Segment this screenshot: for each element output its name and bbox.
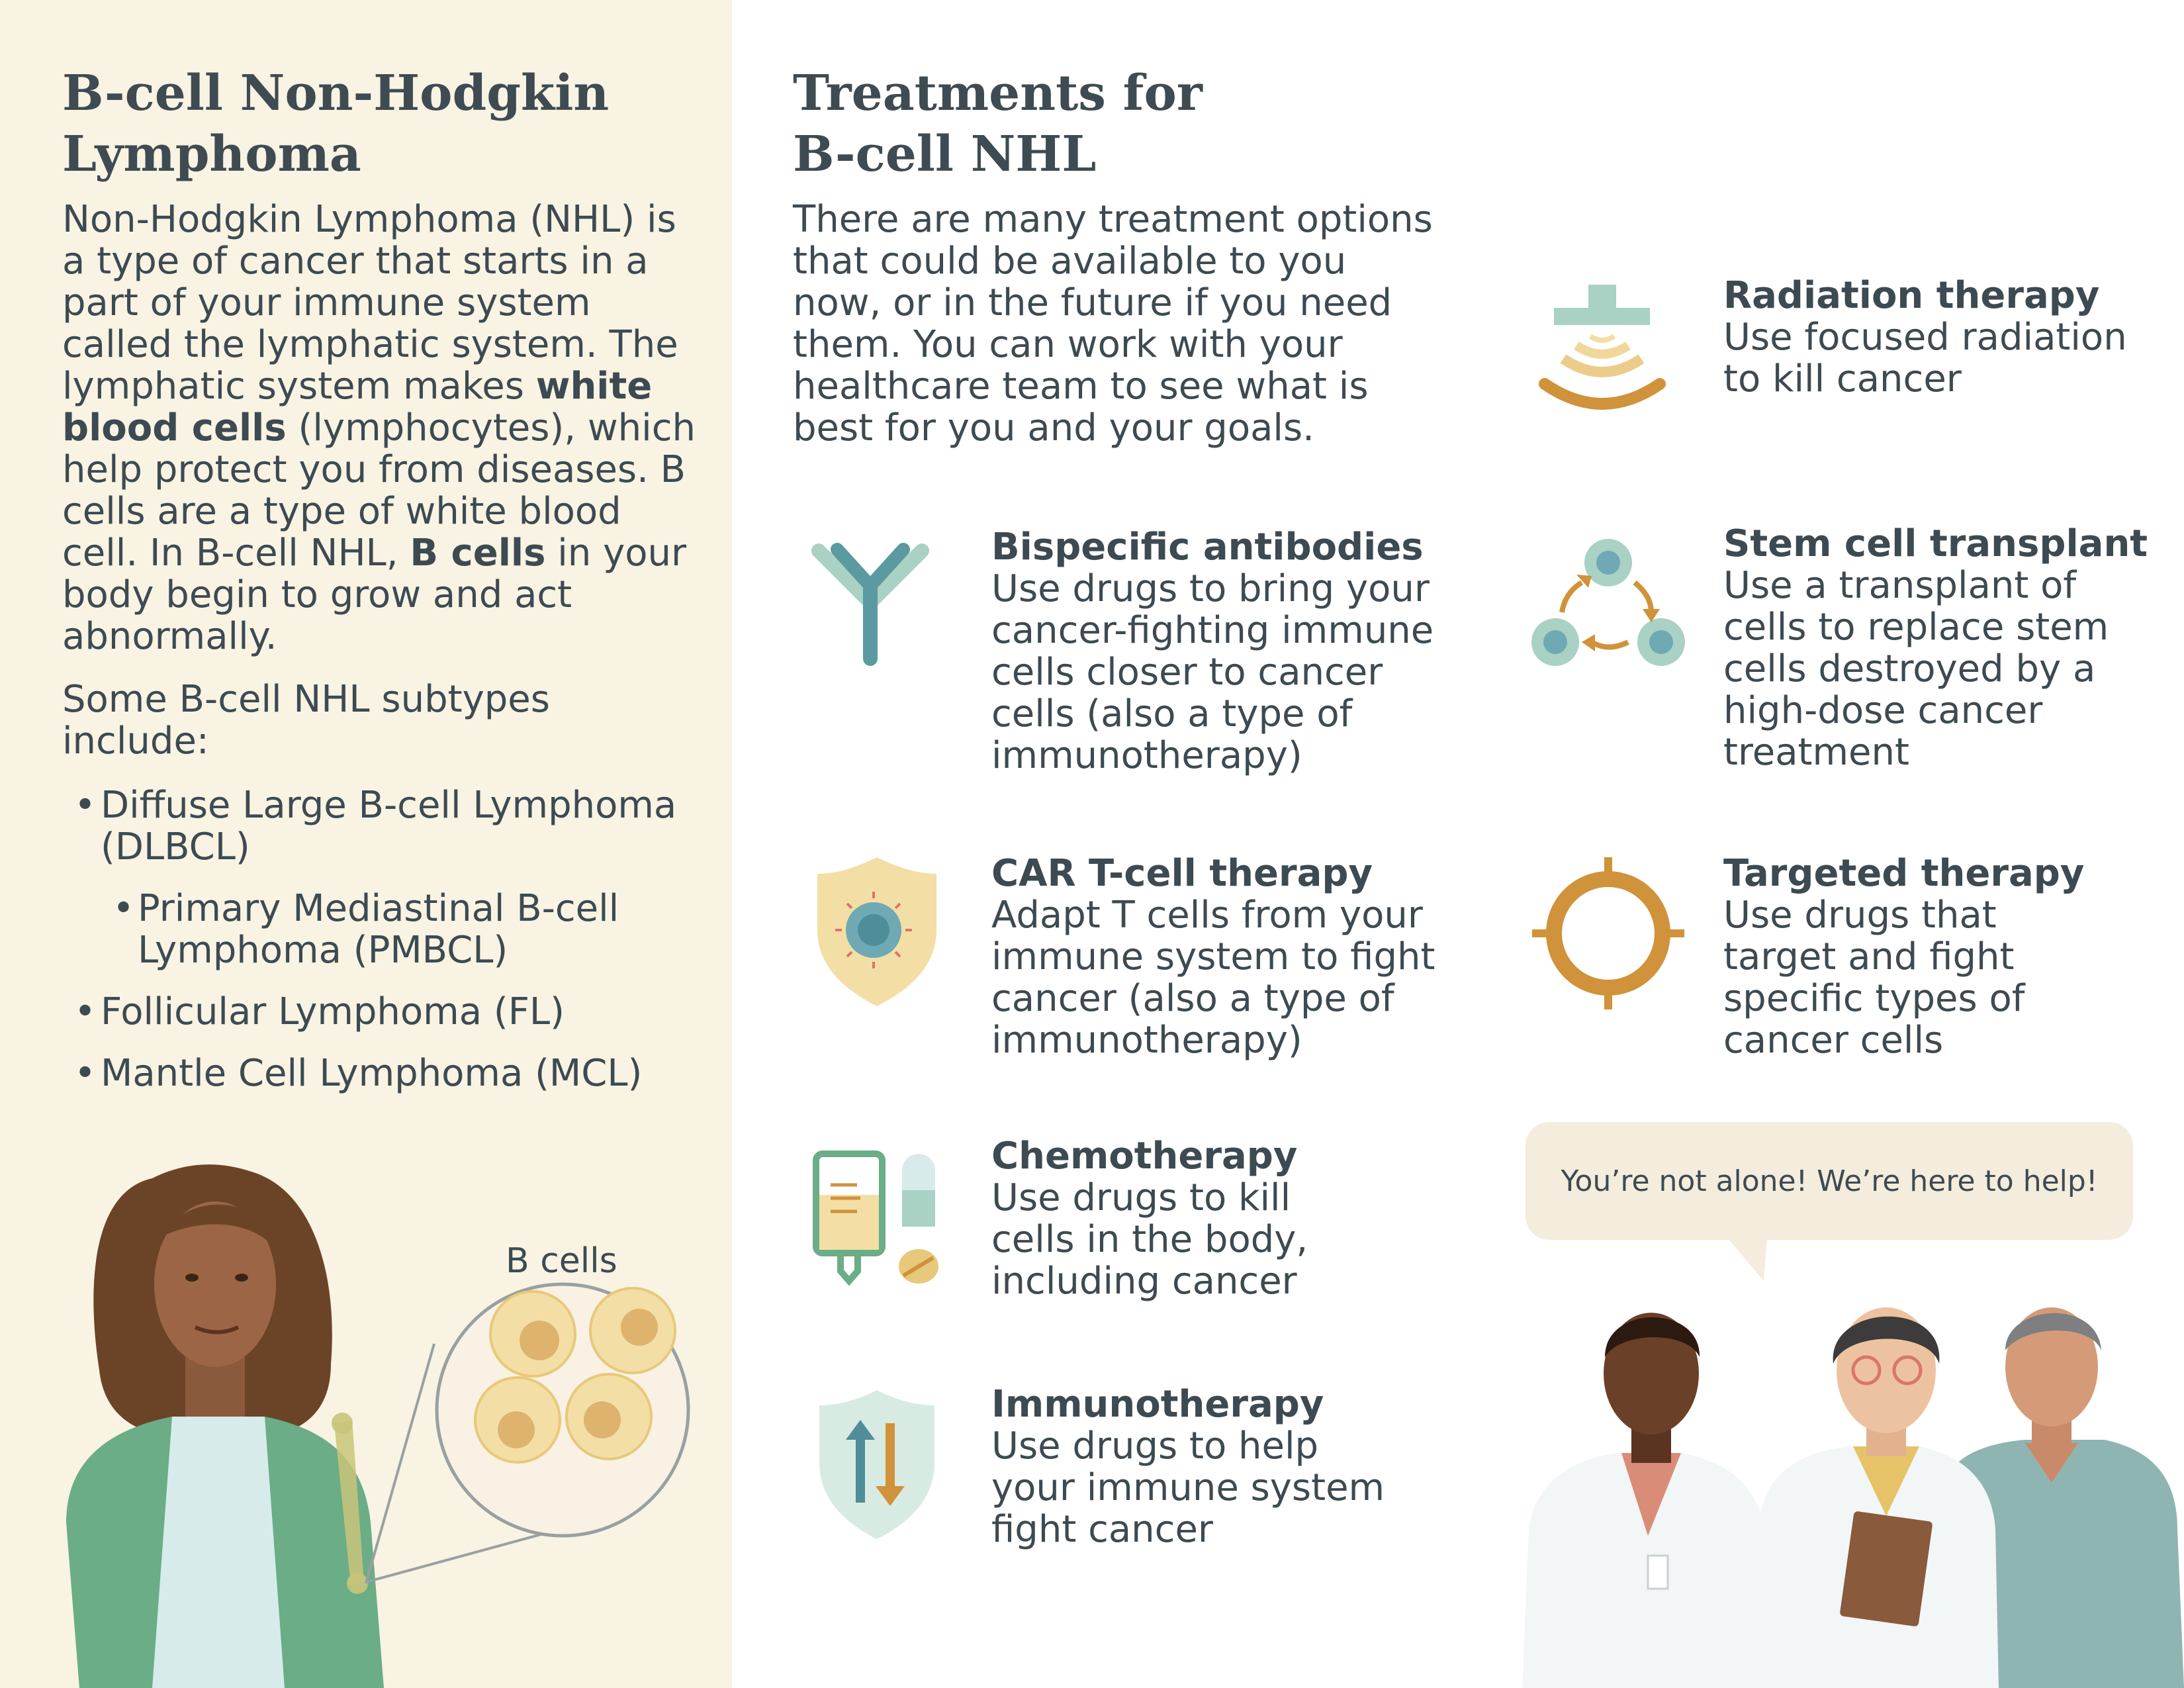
treatment-title: Targeted therapy — [1723, 852, 2085, 895]
treatment-description: Use drugs to help your immune system fig… — [991, 1425, 1385, 1551]
b-cells-callout-label: B cells — [506, 1241, 617, 1281]
intro-text-3: in your body begin to grow and act abnor… — [62, 532, 687, 658]
page-title-lymphoma: B-cell Non-Hodgkin Lymphoma — [62, 63, 698, 185]
bullet: • — [74, 1052, 97, 1095]
patient-illustration — [66, 1164, 690, 1688]
radiation-icon — [1539, 285, 1666, 410]
bullet: • — [74, 784, 97, 827]
treatment-title: Radiation therapy — [1723, 274, 2100, 317]
treatment-title: Bispecific antibodies — [991, 526, 1424, 569]
speech-text: You’re not alone! We’re here to help! — [1561, 1164, 2098, 1198]
subtype-label: Primary Mediastinal B-cell Lymphoma (PMB… — [138, 887, 619, 972]
bullet: • — [113, 887, 135, 930]
treatment-stem-cell: Stem cell transplant Use a transplant of… — [1723, 523, 2184, 773]
treatment-description: Use drugs to bring your cancer-fighting … — [991, 567, 1434, 777]
treatment-description: Use a transplant of cells to replace ste… — [1723, 564, 2109, 774]
subtype-list: •Diffuse Large B-cell Lymphoma (DLBCL) •… — [62, 784, 711, 1094]
intro-text-2: (lymphocytes), which help protect you fr… — [62, 406, 696, 575]
treatment-title: CAR T-cell therapy — [991, 852, 1373, 895]
treatments-intro: There are many treatment options that co… — [793, 198, 1433, 449]
speech-bubble: You’re not alone! We’re here to help! — [1525, 1122, 2133, 1240]
treatment-car-t: CAR T-cell therapy Adapt T cells from yo… — [991, 853, 1455, 1061]
bullet: • — [74, 990, 97, 1033]
title-line-2: B-cell NHL — [793, 126, 1097, 183]
treatments-title: Treatments for B-cell NHL — [793, 63, 1388, 185]
list-item: •Primary Mediastinal B-cell Lymphoma (PM… — [62, 888, 711, 971]
treatment-chemotherapy: Chemotherapy Use drugs to kill cells in … — [991, 1135, 1455, 1302]
shield-arrows-icon — [819, 1390, 934, 1539]
treatment-description: Adapt T cells from your immune system to… — [991, 894, 1435, 1062]
healthcare-team-illustration — [1522, 1307, 2184, 1688]
treatment-description: Use drugs to kill cells in the body, inc… — [991, 1176, 1308, 1303]
intro-bold-white-blood-cells: white blood cells — [62, 365, 653, 449]
subtype-label: Follicular Lymphoma (FL) — [101, 990, 565, 1033]
speech-bubble-tail — [1727, 1238, 1767, 1281]
list-item: •Diffuse Large B-cell Lymphoma (DLBCL) — [62, 784, 711, 868]
treatment-title: Stem cell transplant — [1723, 522, 2148, 565]
lymphoma-intro-paragraph: Non-Hodgkin Lymphoma (NHL) is a type of … — [62, 199, 698, 657]
title-line-1: B-cell Non-Hodgkin — [62, 65, 610, 122]
treatment-targeted: Targeted therapy Use drugs that target a… — [1723, 853, 2184, 1061]
treatment-immunotherapy: Immunotherapy Use drugs to help your imm… — [991, 1383, 1455, 1550]
subtype-label: Diffuse Large B-cell Lymphoma (DLBCL) — [101, 784, 677, 868]
stem-cell-cycle-icon — [1531, 539, 1685, 666]
target-icon — [1532, 857, 1684, 1009]
intro-bold-b-cells: B cells — [410, 532, 546, 575]
treatment-description: Use drugs that target and fight specific… — [1723, 894, 2025, 1062]
iv-bag-pill-icon — [813, 1150, 938, 1286]
treatment-title: Immunotherapy — [991, 1383, 1324, 1426]
title-line-2: Lymphoma — [62, 126, 361, 183]
list-item: •Follicular Lymphoma (FL) — [62, 991, 711, 1033]
subtypes-intro: Some B-cell NHL subtypes include: — [62, 678, 550, 763]
list-item: •Mantle Cell Lymphoma (MCL) — [62, 1053, 711, 1094]
treatment-description: Use focused radiation to kill cancer — [1723, 316, 2127, 400]
shield-cell-icon — [817, 857, 936, 1006]
subtype-label: Mantle Cell Lymphoma (MCL) — [101, 1052, 643, 1095]
treatment-bispecific: Bispecific antibodies Use drugs to bring… — [991, 526, 1455, 776]
title-line-1: Treatments for — [793, 65, 1203, 122]
intro-text-1: Non-Hodgkin Lymphoma (NHL) is a type of … — [62, 198, 678, 408]
antibody-icon — [811, 543, 929, 666]
treatment-radiation: Radiation therapy Use focused radiation … — [1723, 275, 2184, 400]
treatment-title: Chemotherapy — [991, 1135, 1298, 1178]
